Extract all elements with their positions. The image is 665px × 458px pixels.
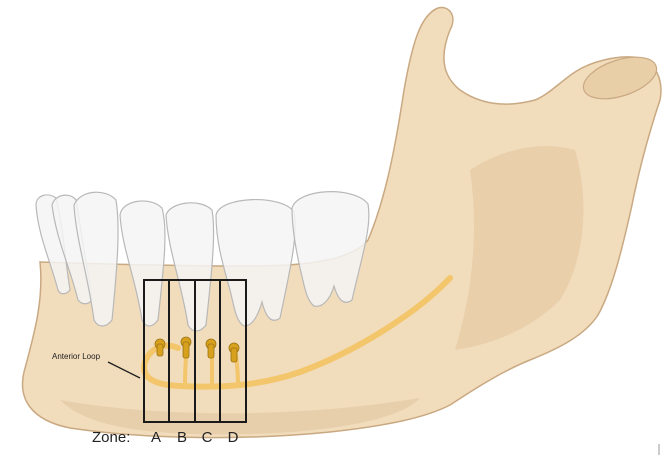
zone-prefix-label: Zone: [92, 429, 130, 446]
callout-label: Anterior Loop [52, 352, 101, 361]
screw-c-shaft [208, 344, 214, 358]
zone-label-c: C [202, 429, 213, 446]
screw-b-shaft [183, 342, 189, 358]
screw-d-shaft [231, 348, 237, 362]
screw-a-shaft [157, 344, 163, 356]
zone-label-b: B [177, 429, 187, 446]
zone-label-a: A [151, 429, 161, 446]
zone-label-d: D [228, 429, 239, 446]
